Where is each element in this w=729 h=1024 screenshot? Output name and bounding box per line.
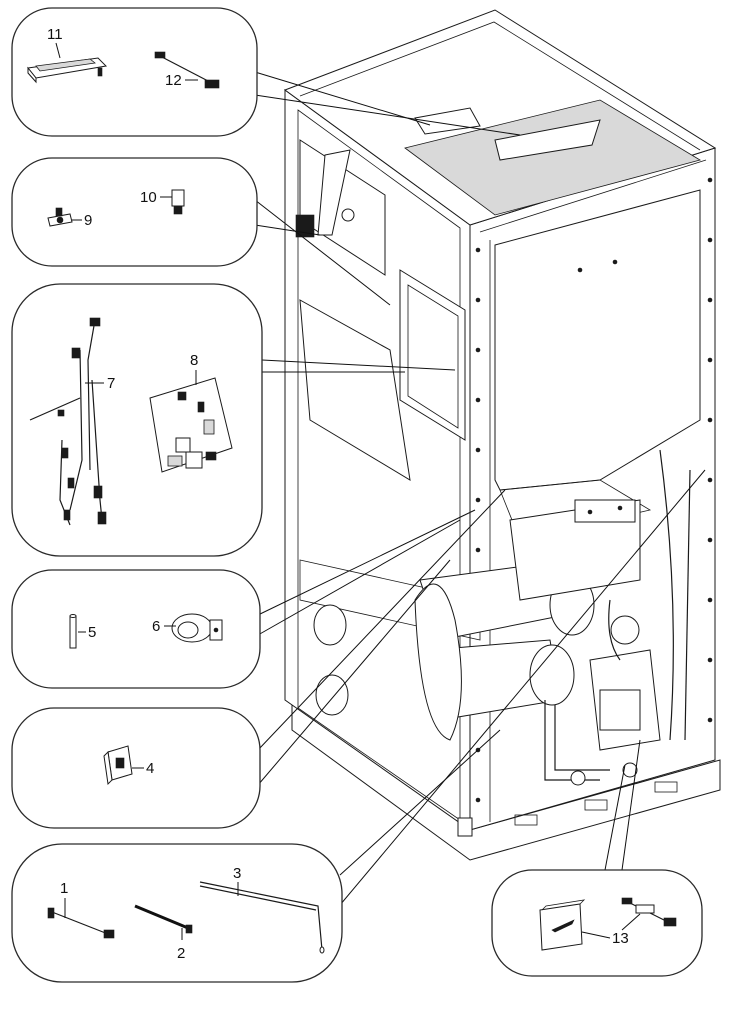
appliance-cabinet xyxy=(283,9,721,861)
callout-box-13: 13 xyxy=(491,869,703,977)
callout-box-4: 4 xyxy=(11,707,261,829)
callout-9: 9 xyxy=(84,212,92,229)
spacer-pin-5 xyxy=(69,614,77,649)
pump-and-pipework xyxy=(544,449,691,786)
callout-5: 5 xyxy=(88,624,96,641)
callout-10: 10 xyxy=(140,189,157,206)
callout-2: 2 xyxy=(177,945,185,962)
switch-10 xyxy=(171,189,185,215)
wiring-harness xyxy=(29,317,107,526)
control-pcb xyxy=(149,377,233,473)
callout-box-1-2-3: 1 2 3 xyxy=(11,843,343,983)
callout-8: 8 xyxy=(190,352,198,369)
callout-12: 12 xyxy=(165,72,182,89)
cover-plate-13 xyxy=(539,899,586,951)
ribbon-cable xyxy=(154,51,220,89)
callout-7: 7 xyxy=(107,375,115,392)
rod-3 xyxy=(199,881,325,954)
callout-1: 1 xyxy=(60,880,68,897)
pressure-switch-6 xyxy=(171,613,223,643)
sensor-cable-1 xyxy=(47,907,115,939)
ignition-rod-2 xyxy=(134,904,193,934)
callout-box-7-8: 7 8 xyxy=(11,283,263,557)
callout-13: 13 xyxy=(612,930,629,947)
callout-box-11-12: 11 12 xyxy=(11,7,258,137)
callout-box-9-10: 9 10 xyxy=(11,157,258,267)
power-inlet-4 xyxy=(103,745,133,786)
callout-11: 11 xyxy=(47,26,63,43)
temperature-sensor-9 xyxy=(47,207,73,227)
control-panel-display xyxy=(27,57,108,84)
leader-lines xyxy=(254,71,706,906)
cable-13 xyxy=(621,897,677,927)
callout-3: 3 xyxy=(233,865,241,882)
callout-6: 6 xyxy=(152,618,160,635)
callout-box-5-6: 5 6 xyxy=(11,569,261,689)
callout-4: 4 xyxy=(146,760,154,777)
